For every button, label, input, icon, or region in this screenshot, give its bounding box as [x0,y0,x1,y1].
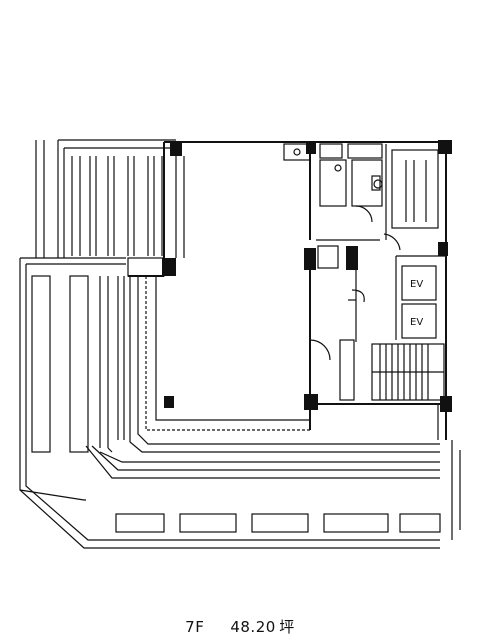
outer-balcony-lines [19,139,461,549]
ev-label-2: EV [410,317,423,328]
area-value: 48.20 [230,618,276,636]
floor-caption: 7F 48.20 坪 [0,616,480,636]
main-room [127,141,311,431]
floor-label: 7F [185,618,205,636]
area-unit: 坪 [279,618,295,636]
structural-columns [162,140,452,412]
core-area [283,141,447,440]
ev-label-1: EV [410,279,423,290]
